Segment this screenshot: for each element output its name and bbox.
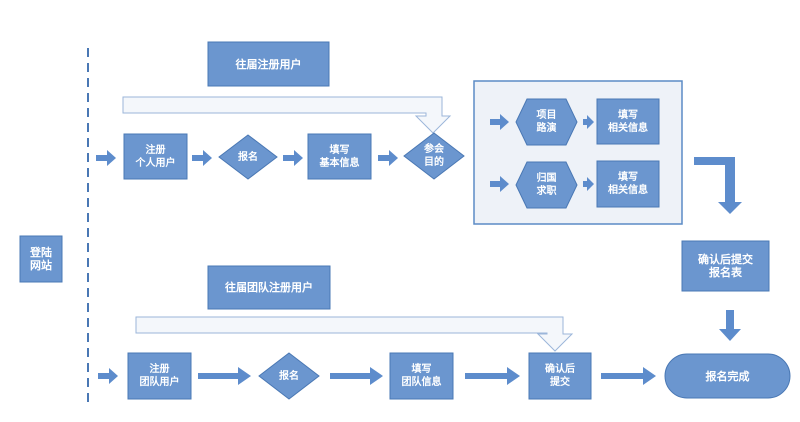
returning-team-skip-track: [135, 316, 574, 352]
arrow-to-fill-basic-info: [283, 150, 303, 166]
arrow-to-return-job: [490, 176, 509, 192]
returning-team-user-box[interactable]: [207, 265, 331, 310]
arrow-to-register-individual: [96, 150, 116, 166]
confirm-submit-box[interactable]: [528, 352, 592, 400]
arrow-to-purpose: [378, 150, 398, 166]
register-individual-box[interactable]: [123, 133, 188, 180]
arrow-panel-to-confirm-form: [694, 157, 742, 214]
login-site-box[interactable]: [19, 235, 63, 283]
purpose-diamond[interactable]: [403, 132, 465, 180]
fill-related-box-2[interactable]: [596, 160, 660, 208]
arrow-to-signup-2: [198, 367, 251, 385]
confirm-submit-form-box[interactable]: [681, 240, 770, 292]
signup-diamond-1[interactable]: [218, 134, 278, 180]
arrow-to-project-roadshow: [490, 114, 509, 130]
fill-basic-info-box[interactable]: [307, 133, 372, 180]
returning-user-box[interactable]: [207, 41, 330, 87]
flow-arrows: [96, 114, 742, 385]
return-job-hexagon[interactable]: [515, 161, 578, 209]
register-team-box[interactable]: [127, 352, 192, 400]
arrow-to-signup-complete: [601, 367, 656, 385]
arrow-to-fill-related-2: [583, 177, 594, 191]
signup-diamond-2[interactable]: [258, 352, 320, 400]
arrow-to-fill-related-1: [583, 115, 594, 129]
arrow-confirm-form-to-complete: [719, 310, 741, 341]
arrow-to-fill-team-info: [330, 367, 383, 385]
returning-user-skip-track: [122, 96, 452, 134]
arrow-to-signup-1: [192, 150, 212, 166]
arrow-to-register-team: [98, 368, 118, 384]
project-roadshow-hexagon[interactable]: [515, 98, 578, 146]
signup-complete-terminal[interactable]: [664, 353, 791, 399]
fill-team-info-box[interactable]: [389, 352, 454, 400]
arrow-to-confirm-submit: [465, 367, 520, 385]
fill-related-box-1[interactable]: [596, 98, 660, 145]
